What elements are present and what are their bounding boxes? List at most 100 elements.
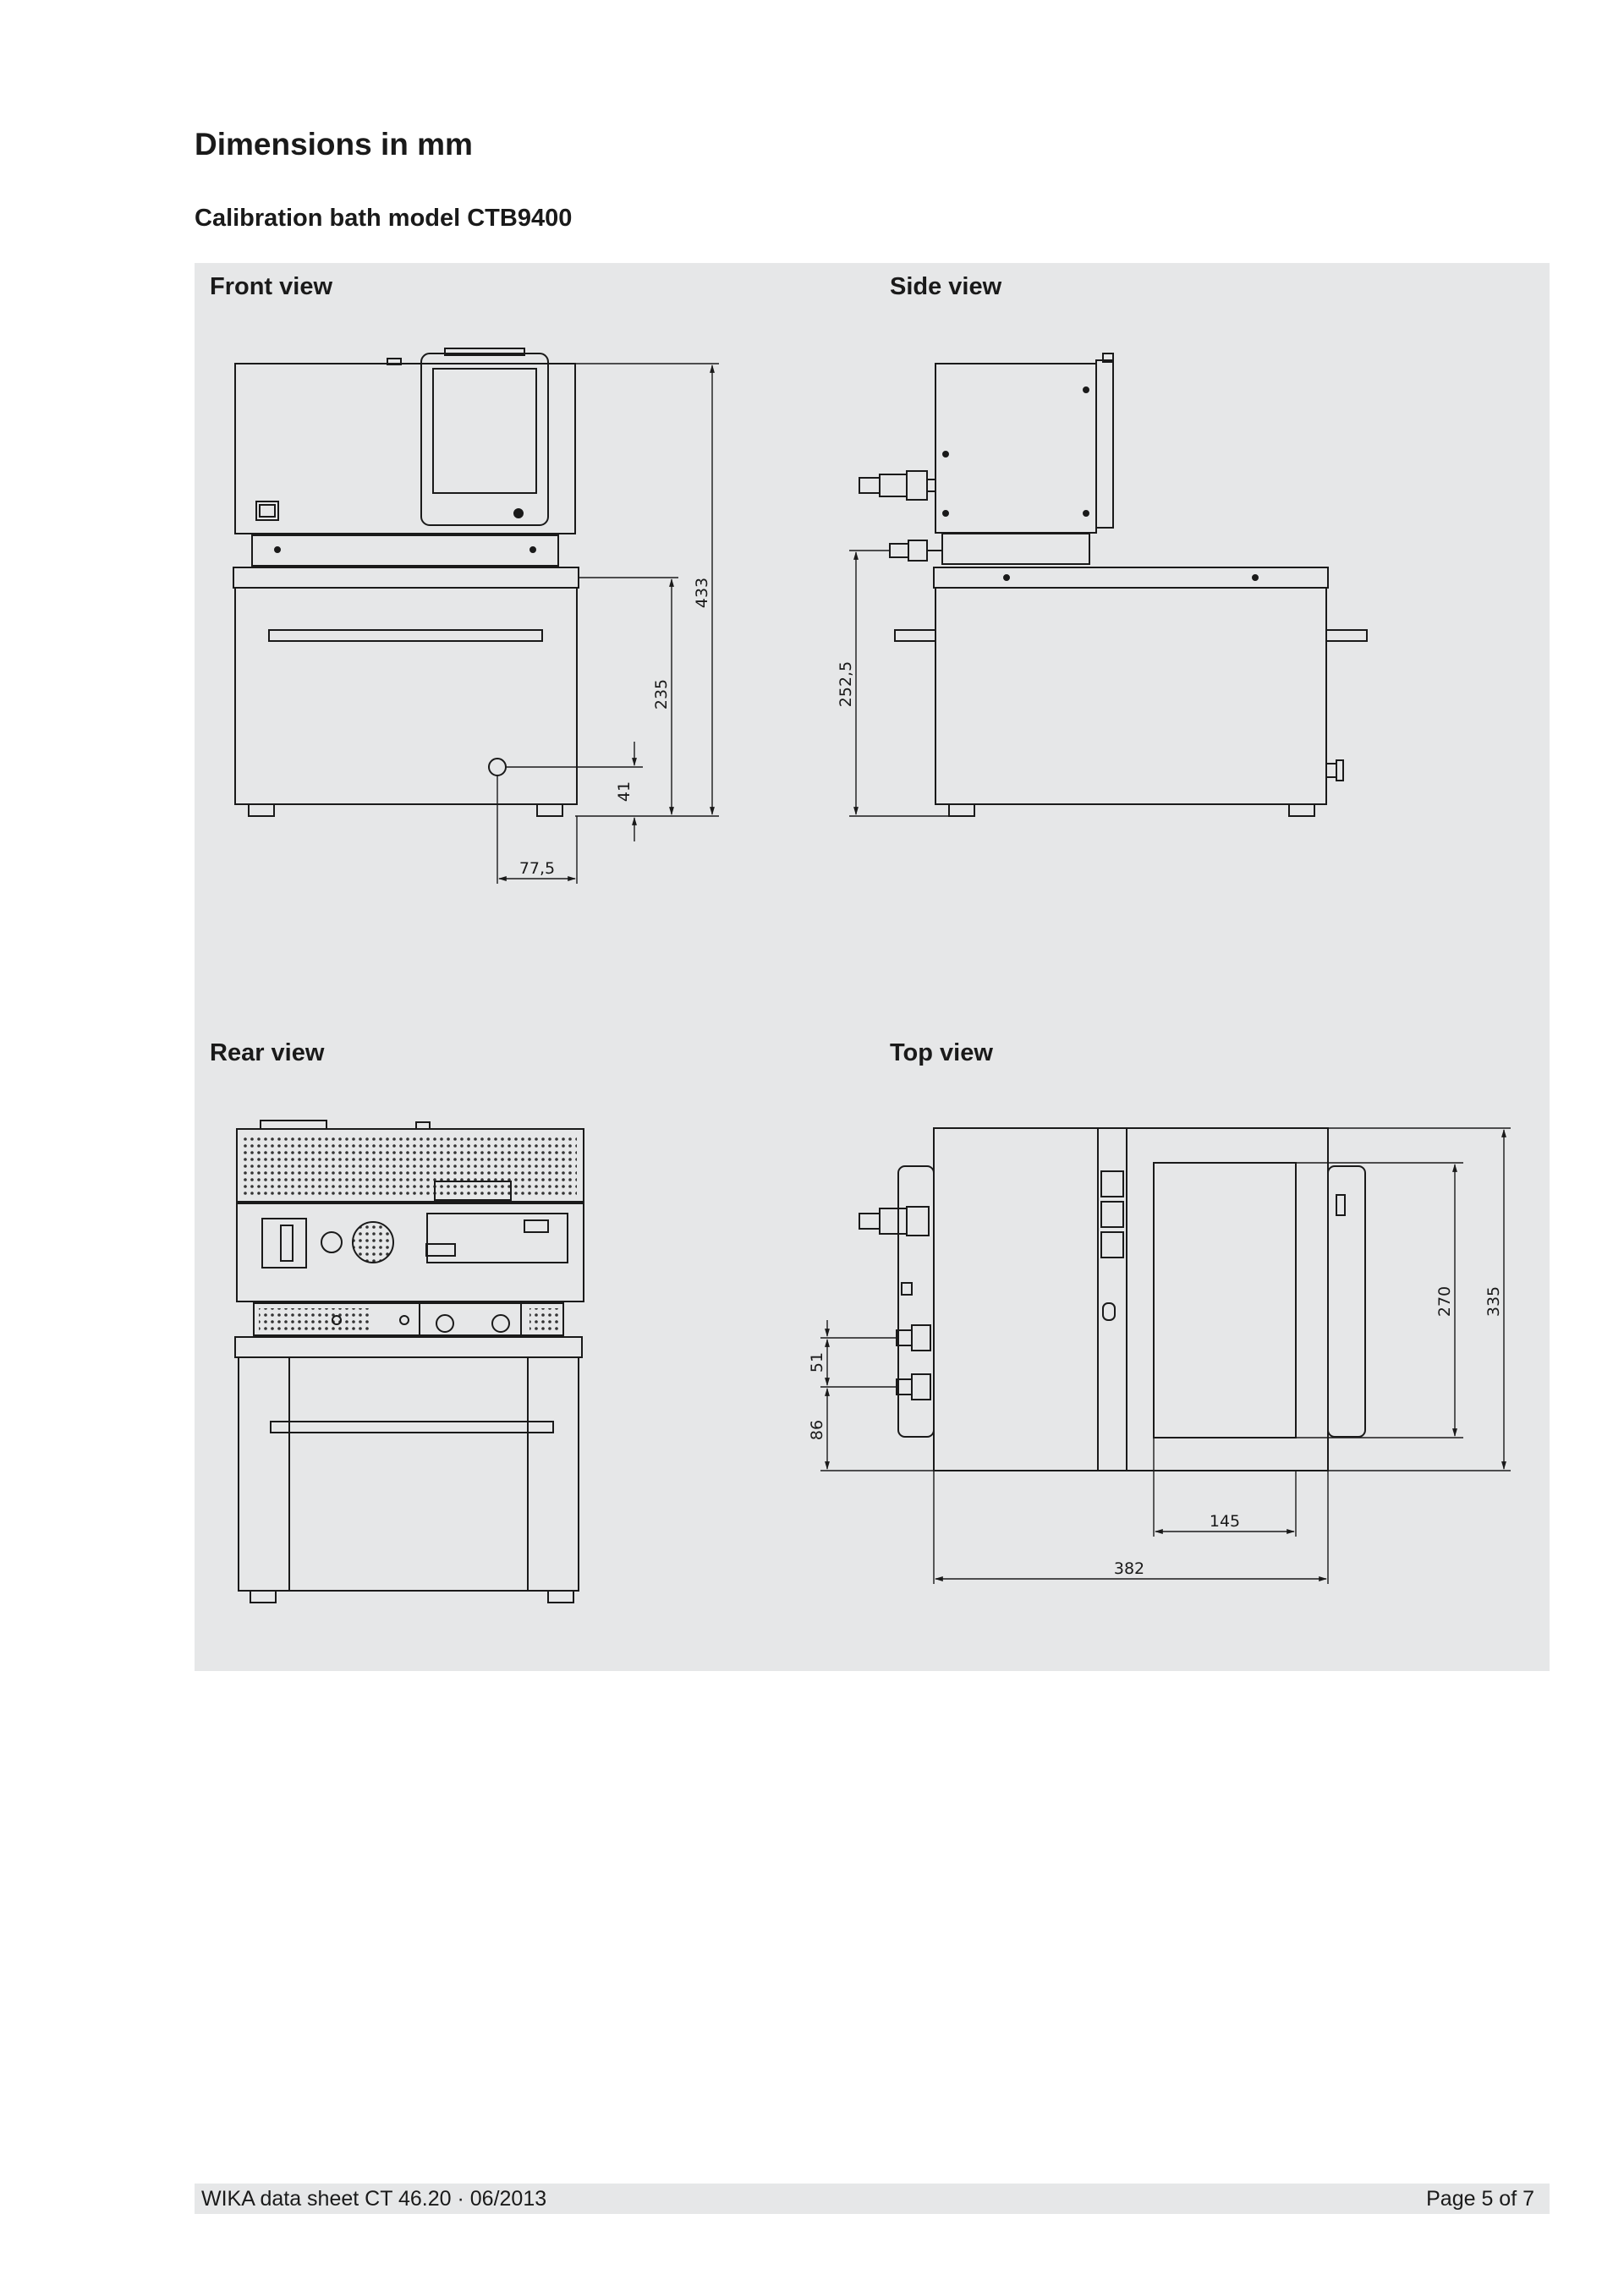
hose-connector	[859, 478, 880, 493]
rear-fan	[353, 1222, 393, 1263]
screw	[400, 1316, 409, 1324]
hose-nut	[880, 474, 907, 496]
dim-145: 145	[1210, 1512, 1240, 1531]
foot	[537, 804, 562, 816]
dim-235: 235	[652, 679, 671, 710]
rear-bath-body	[239, 1357, 579, 1591]
top-port-nut	[912, 1325, 930, 1351]
screw	[943, 511, 948, 516]
dim-51: 51	[808, 1352, 826, 1373]
side-bath-rim	[934, 567, 1328, 588]
power-switch-inner	[260, 505, 275, 517]
front-top-knob	[387, 359, 401, 364]
top-outline	[934, 1128, 1328, 1471]
side-view-drawing	[849, 353, 1367, 816]
drain-outlet	[489, 759, 506, 775]
dim-382: 382	[1114, 1559, 1144, 1578]
top-indicator	[1103, 1303, 1115, 1320]
screw	[943, 452, 948, 457]
rear-interface-plate	[427, 1214, 568, 1263]
side-port	[890, 544, 908, 557]
top-key	[1101, 1171, 1123, 1197]
rear-vent-grille	[244, 1134, 577, 1197]
rear-serial-port	[426, 1244, 455, 1256]
screw	[1084, 511, 1089, 516]
dim-252-5: 252,5	[837, 661, 855, 707]
top-view-drawing	[820, 1128, 1511, 1584]
screw	[332, 1316, 341, 1324]
foot	[949, 804, 974, 816]
power-switch	[256, 501, 278, 520]
display-top-handle	[445, 348, 524, 355]
front-housing	[235, 364, 575, 534]
side-top-knob	[1103, 353, 1113, 362]
dim-77-5: 77,5	[519, 859, 555, 878]
top-port-nut	[912, 1374, 930, 1400]
side-drain	[1326, 764, 1336, 777]
front-view-drawing	[233, 348, 719, 884]
bath-rim	[233, 567, 579, 588]
rear-hose-block	[420, 1303, 521, 1335]
bath-handle	[269, 630, 542, 641]
top-key	[1101, 1202, 1123, 1227]
front-base-strip	[252, 535, 558, 566]
footer-page-number: Page 5 of 7	[1426, 2187, 1534, 2211]
screw	[530, 547, 535, 552]
display-frame	[421, 353, 548, 525]
side-handle-left	[895, 630, 935, 641]
side-display-edge	[1096, 360, 1113, 528]
foot	[250, 1591, 276, 1603]
rear-usb-port	[524, 1220, 548, 1232]
display-screen	[433, 369, 536, 493]
rear-fuse	[321, 1232, 342, 1252]
rear-main-switch	[262, 1219, 306, 1268]
rear-top-knob	[416, 1122, 430, 1129]
dim-41: 41	[615, 781, 634, 802]
side-port-nut	[908, 540, 927, 561]
rear-lower-grille-left	[259, 1308, 369, 1330]
front-view-label: Front view	[210, 273, 333, 300]
side-housing	[935, 364, 1096, 533]
section-title: Calibration bath model CTB9400	[195, 205, 573, 232]
foot	[249, 804, 274, 816]
rear-hose-port	[436, 1315, 453, 1332]
page-title: Dimensions in mm	[195, 127, 473, 162]
foot	[548, 1591, 573, 1603]
dim-433: 433	[693, 578, 711, 608]
rear-label-plate	[435, 1181, 511, 1200]
side-view-label: Side view	[890, 273, 1002, 300]
top-key	[1101, 1232, 1123, 1258]
rear-view-label: Rear view	[210, 1039, 325, 1066]
rear-bath-rim	[235, 1337, 582, 1357]
bath-body	[235, 588, 577, 804]
top-valve	[902, 1283, 912, 1295]
dim-335: 335	[1484, 1286, 1503, 1317]
technical-drawings: 433 235 41 77,5	[195, 263, 1550, 1671]
side-base-strip	[942, 534, 1089, 564]
rear-vent-panel	[237, 1129, 584, 1202]
top-dimension-lines	[820, 1128, 1511, 1584]
rear-switch-lever	[281, 1225, 293, 1261]
page-footer: WIKA data sheet CT 46.20 · 06/2013 Page …	[195, 2184, 1550, 2214]
screw	[1253, 575, 1258, 580]
screw	[1084, 387, 1089, 392]
rear-connection-panel	[237, 1203, 584, 1301]
rear-top-handle	[261, 1121, 326, 1129]
top-right-handle	[1328, 1166, 1365, 1437]
top-view-label: Top view	[890, 1039, 993, 1066]
foot	[1289, 804, 1314, 816]
front-dimension-lines	[497, 364, 719, 884]
top-drain	[1336, 1195, 1345, 1215]
side-drain-cap	[1336, 760, 1343, 781]
top-hose-fitting	[907, 1207, 929, 1236]
hose-fitting	[907, 471, 927, 500]
rear-handle	[271, 1422, 553, 1433]
screw	[275, 547, 280, 552]
rear-view-drawing	[235, 1121, 584, 1603]
drawing-panel: Front view Side view Rear view Top view	[195, 263, 1550, 1671]
top-hose-nut	[880, 1208, 907, 1234]
top-bath-opening	[1154, 1163, 1296, 1438]
dim-270: 270	[1435, 1286, 1454, 1317]
footer-document-id: WIKA data sheet CT 46.20 · 06/2013	[201, 2187, 547, 2211]
rear-lower-strip	[254, 1303, 563, 1335]
